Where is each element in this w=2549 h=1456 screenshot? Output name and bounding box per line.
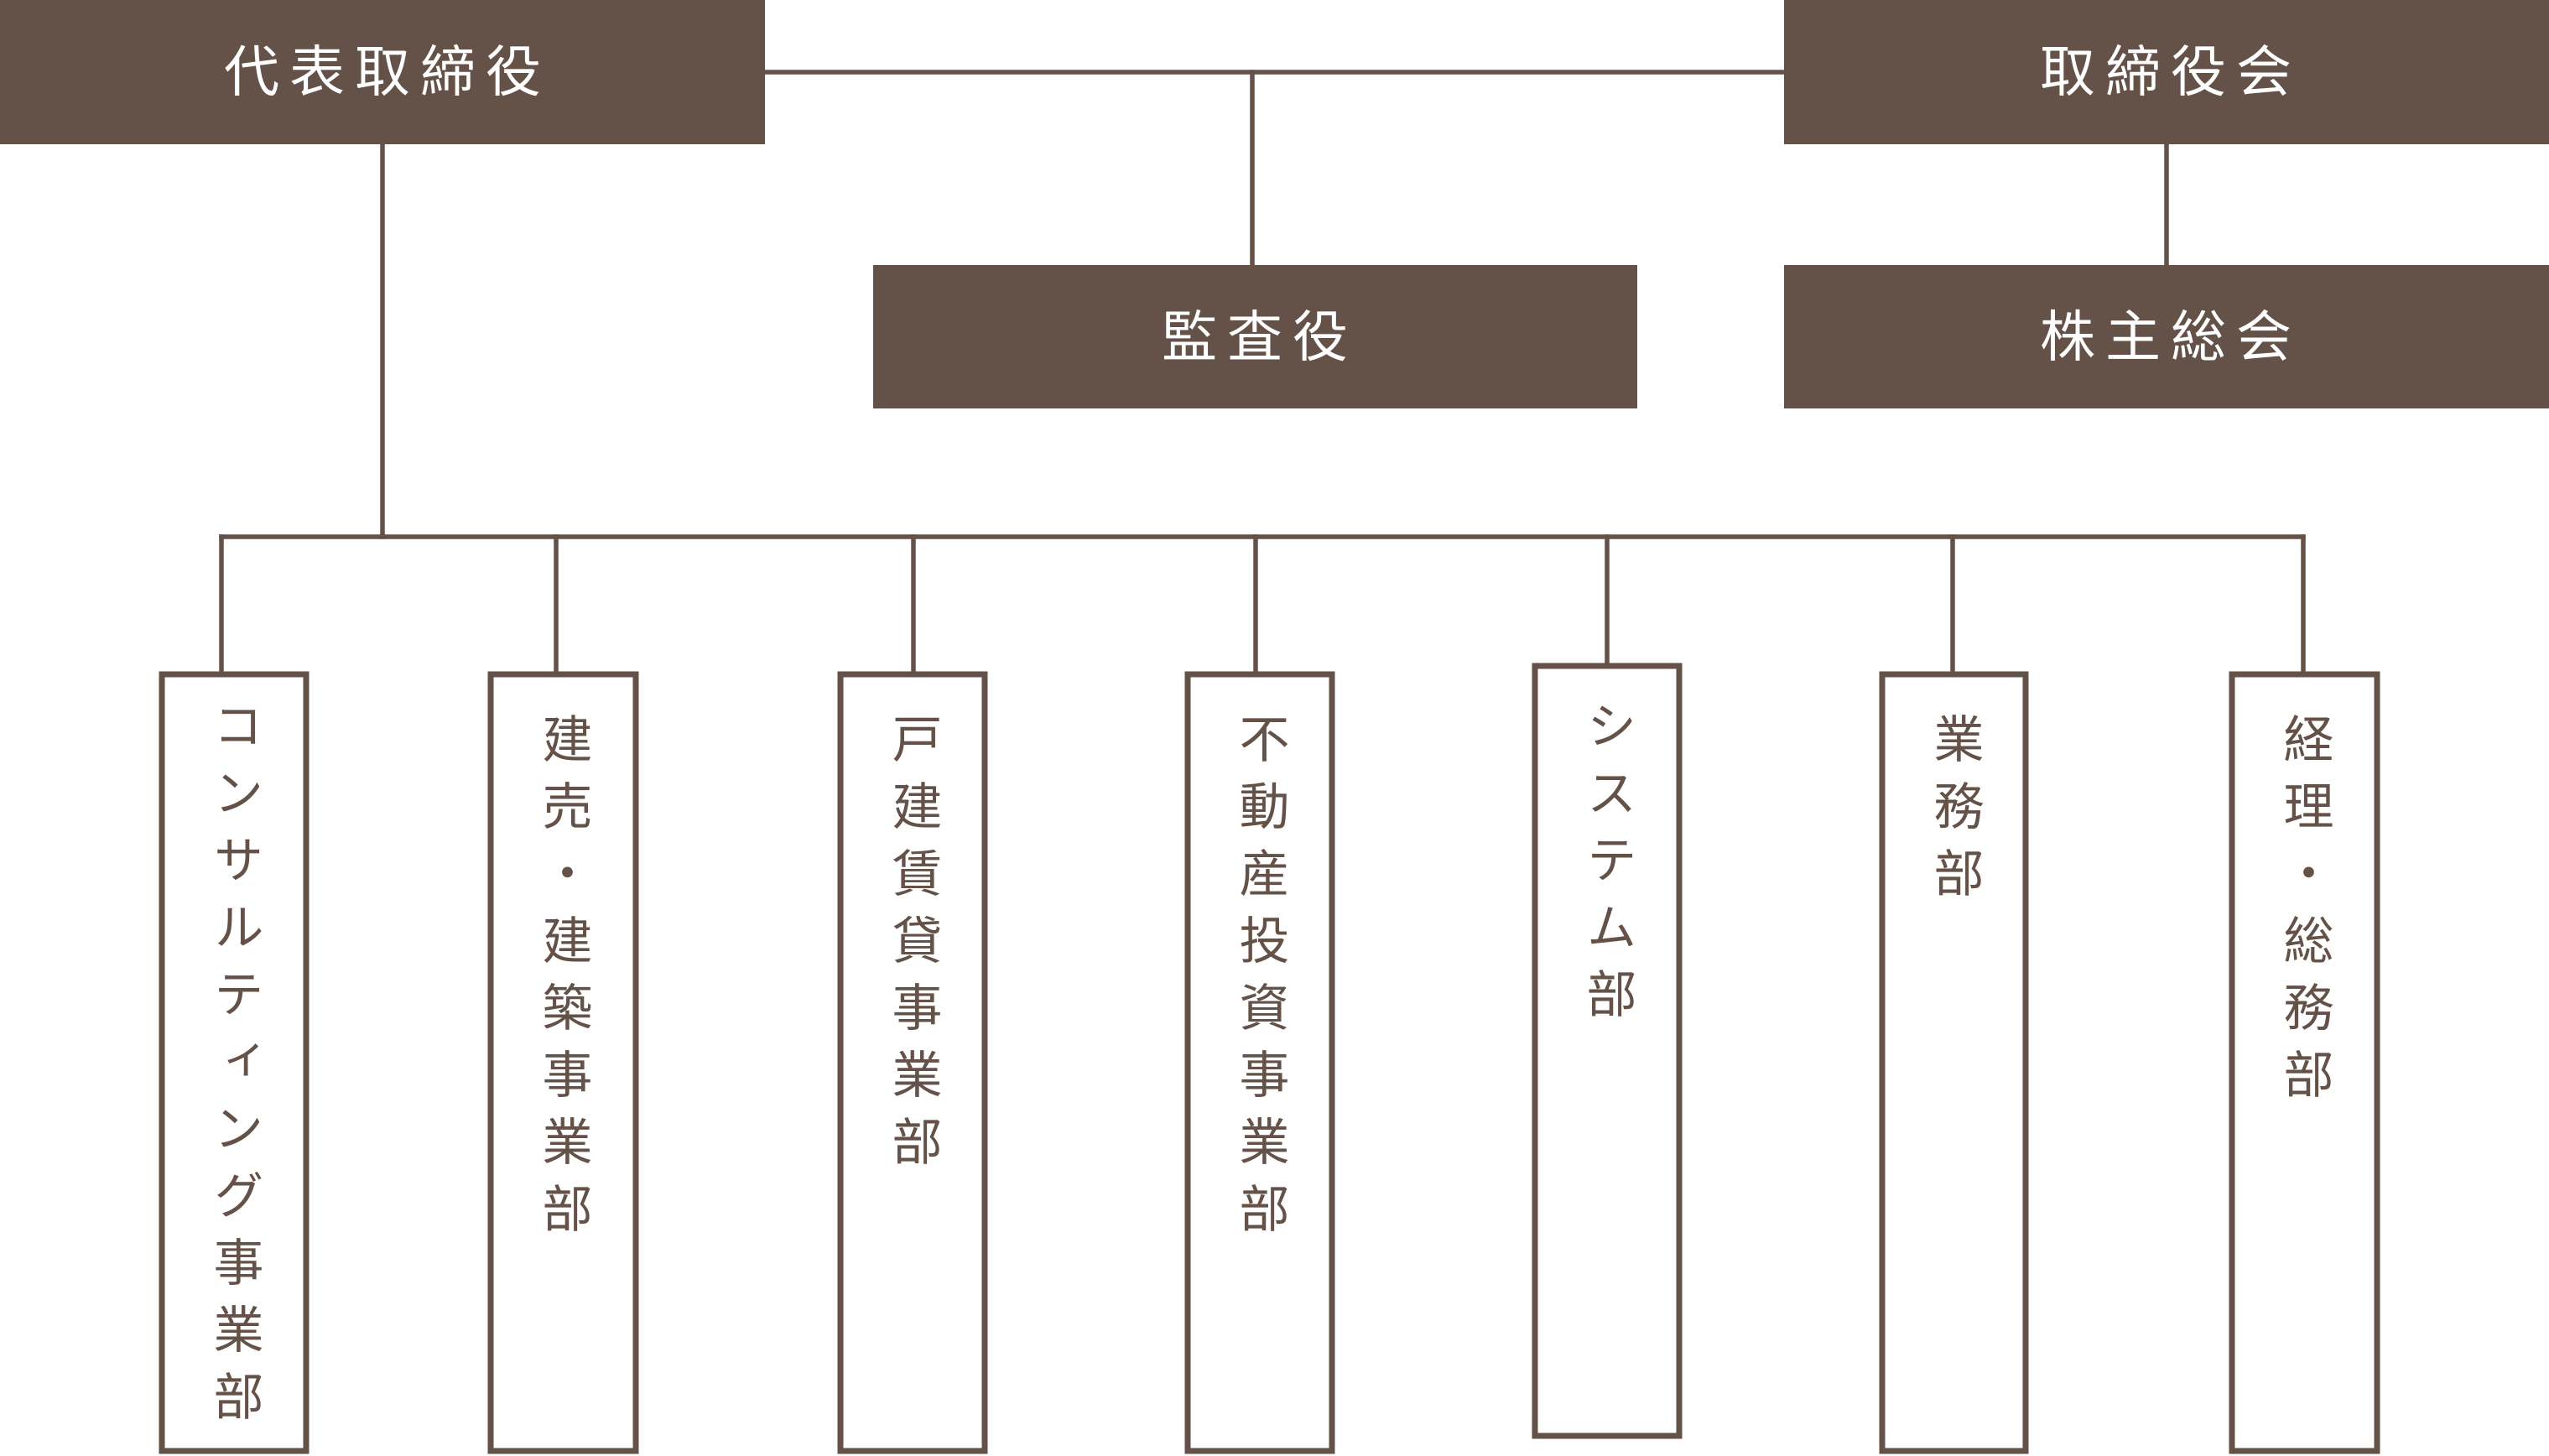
connectors <box>219 70 2306 677</box>
auditor-box: 監査役 <box>873 265 1637 408</box>
dept-box-4: 不動産投資事業部 <box>1184 671 1335 1454</box>
dept-box-2: 建売・建築事業部 <box>487 671 639 1454</box>
auditor-label: 監査役 <box>1162 305 1358 370</box>
dept-box-1: コンサルティング事業部 <box>159 671 310 1454</box>
dept-label-2: 建売・建築事業部 <box>533 713 592 1250</box>
dept-label-3: 戸建賃貸事業部 <box>883 713 942 1183</box>
ceo-box: 代表取締役 <box>0 0 765 144</box>
board-box: 取締役会 <box>1784 0 2549 144</box>
ceo-label: 代表取締役 <box>224 40 551 105</box>
dept-box-7: 経理・総務部 <box>2229 671 2380 1454</box>
dept-label-4: 不動産投資事業部 <box>1230 713 1289 1250</box>
board-label: 取締役会 <box>2040 40 2302 105</box>
dept-label-6: 業務部 <box>1925 713 1984 914</box>
dept-label-5: システム部 <box>1578 699 1636 1035</box>
dept-label-7: 経理・総務部 <box>2275 713 2333 1115</box>
dept-box-5: システム部 <box>1532 663 1683 1439</box>
shareholders-label: 株主総会 <box>2040 305 2302 370</box>
shareholders-box: 株主総会 <box>1784 265 2549 408</box>
dept-box-3: 戸建賃貸事業部 <box>837 671 988 1454</box>
dept-box-6: 業務部 <box>1879 671 2029 1454</box>
dept-label-1: コンサルティング事業部 <box>205 699 263 1438</box>
